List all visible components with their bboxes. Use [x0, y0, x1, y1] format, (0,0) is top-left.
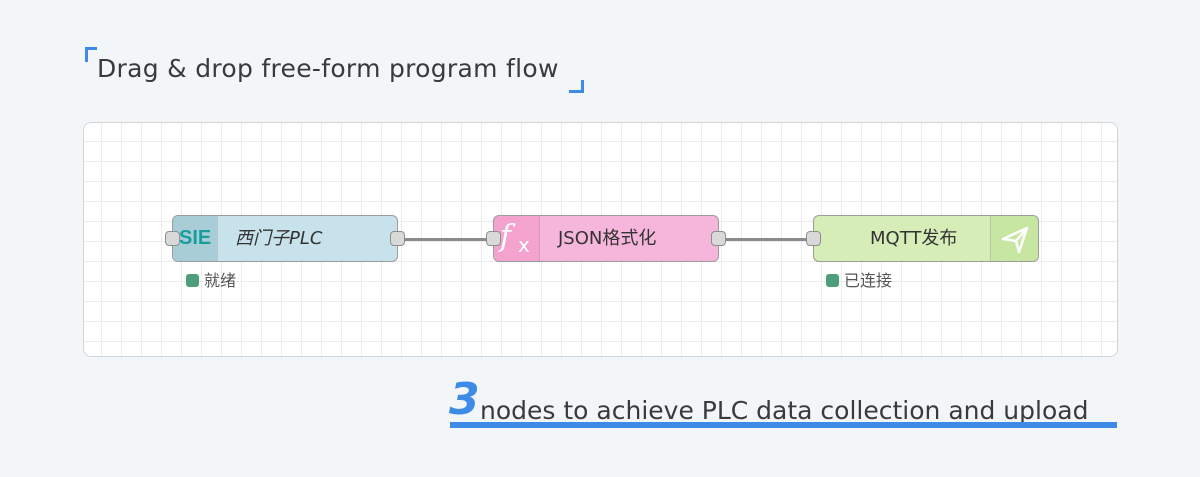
- siemens-icon: SIE: [173, 216, 218, 261]
- node-json-format[interactable]: f x JSON格式化: [486, 215, 726, 262]
- flow-canvas[interactable]: SIE 西门子PLC 就绪 f x JSON格式化 MQTT发布 已连接: [83, 122, 1118, 357]
- node-mqtt-publish-input-port[interactable]: [806, 231, 821, 246]
- node-json-format-label: JSON格式化: [558, 228, 657, 249]
- node-mqtt-publish-label: MQTT发布: [870, 228, 958, 249]
- caption-underline: [450, 422, 1117, 428]
- node-siemens-plc-status: 就绪: [186, 267, 236, 291]
- wire-json-to-mqtt[interactable]: [721, 238, 813, 241]
- node-mqtt-publish[interactable]: MQTT发布: [806, 215, 1039, 262]
- send-icon: [990, 216, 1038, 261]
- node-json-format-output-port[interactable]: [711, 231, 726, 246]
- node-siemens-plc-input-port[interactable]: [165, 231, 180, 246]
- function-icon: f x: [494, 216, 540, 261]
- headline-bracket-bottom-right: [569, 80, 584, 93]
- node-mqtt-publish-status: 已连接: [826, 267, 892, 291]
- node-siemens-plc[interactable]: SIE 西门子PLC: [165, 215, 405, 262]
- node-json-format-input-port[interactable]: [486, 231, 501, 246]
- caption-number: 3: [449, 374, 480, 425]
- node-siemens-plc-status-text: 就绪: [204, 271, 237, 290]
- caption-text: nodes to achieve PLC data collection and…: [480, 396, 1089, 425]
- function-icon-x: x: [518, 233, 530, 257]
- status-ok-indicator: [186, 274, 199, 287]
- node-siemens-plc-output-port[interactable]: [390, 231, 405, 246]
- headline-bracket-top-left: [85, 47, 97, 62]
- node-siemens-plc-label: 西门子PLC: [235, 228, 323, 249]
- node-mqtt-publish-status-text: 已连接: [844, 271, 893, 290]
- siemens-icon-text: SIE: [179, 227, 212, 249]
- wire-plc-to-json[interactable]: [401, 238, 491, 241]
- status-ok-indicator: [826, 274, 839, 287]
- headline: Drag & drop free-form program flow: [97, 54, 559, 83]
- function-icon-f: f: [500, 219, 512, 254]
